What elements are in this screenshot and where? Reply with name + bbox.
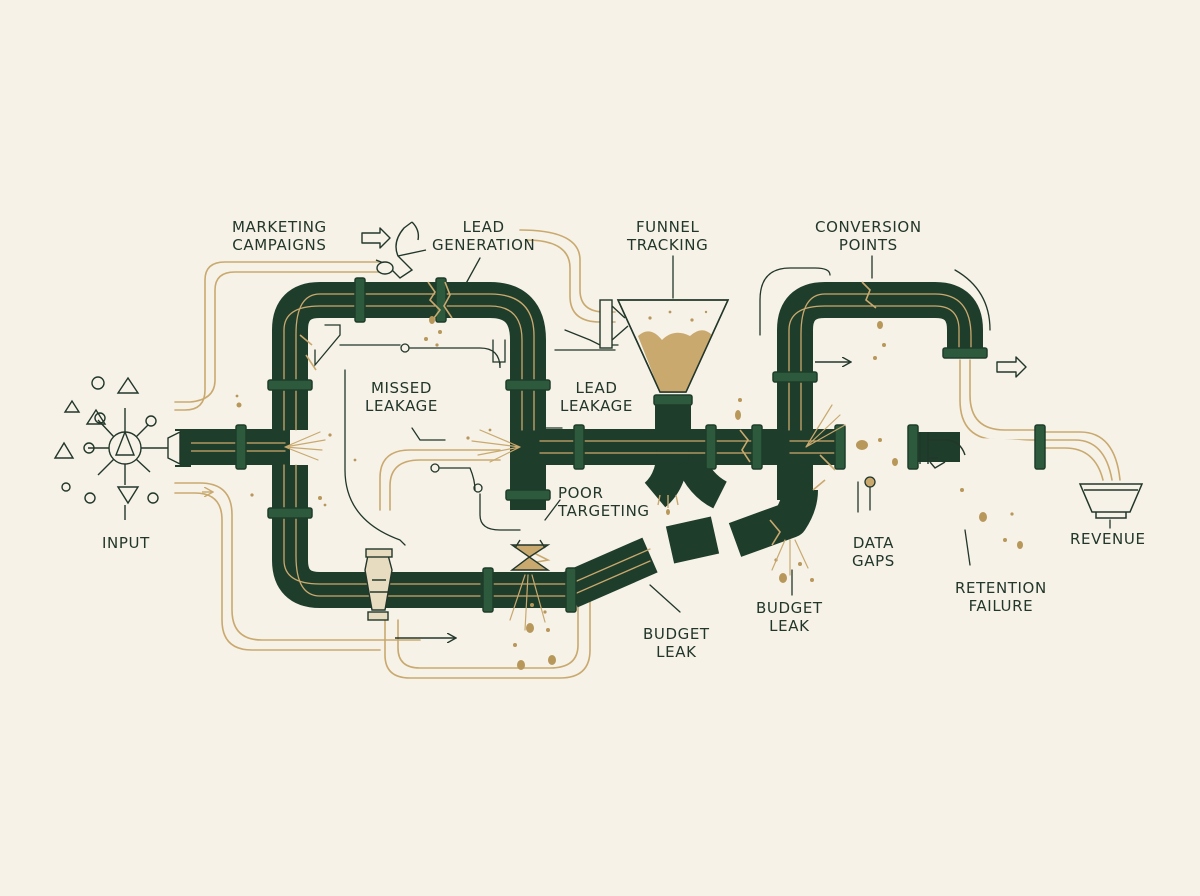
pipe-flanges xyxy=(235,277,1046,613)
label-marketing-campaigns: MARKETING CAMPAIGNS xyxy=(232,218,327,254)
label-budget-leak-right: BUDGET LEAK xyxy=(756,599,823,635)
retention-pipe xyxy=(919,432,966,469)
label-poor-targeting: POOR TARGETING xyxy=(558,484,650,520)
label-retention-failure: RETENTION FAILURE xyxy=(955,579,1047,615)
label-funnel-tracking: FUNNEL TRACKING xyxy=(627,218,709,254)
crack-marks xyxy=(299,281,877,566)
label-lead-leakage: LEAD LEAKAGE xyxy=(560,379,633,415)
main-pipe-network xyxy=(180,282,1031,608)
gold-flow-lines xyxy=(174,229,1121,679)
label-lead-generation: LEAD GENERATION xyxy=(432,218,536,254)
label-input: INPUT xyxy=(102,534,150,552)
spray-fans xyxy=(284,404,846,631)
label-budget-leak-left: BUDGET LEAK xyxy=(643,625,710,661)
label-missed-leakage: MISSED LEAKAGE xyxy=(365,379,438,415)
label-conversion-points: CONVERSION POINTS xyxy=(815,218,922,254)
funnel-intake xyxy=(599,299,629,349)
funnel-spout-drips xyxy=(657,494,679,515)
flow-arrows xyxy=(202,227,1027,638)
input-manifold xyxy=(88,408,191,485)
lead-gen-inlet xyxy=(375,221,427,279)
label-revenue: REVENUE xyxy=(1070,530,1146,548)
label-data-gaps: DATA GAPS xyxy=(852,534,895,570)
input-icons xyxy=(53,376,159,520)
funnel xyxy=(616,299,730,393)
revenue-bowl xyxy=(1078,483,1144,519)
leak-drops xyxy=(235,316,1023,670)
dark-connector-lines xyxy=(314,255,1111,613)
valves xyxy=(364,539,551,621)
pipe-inner-lines xyxy=(189,293,972,597)
